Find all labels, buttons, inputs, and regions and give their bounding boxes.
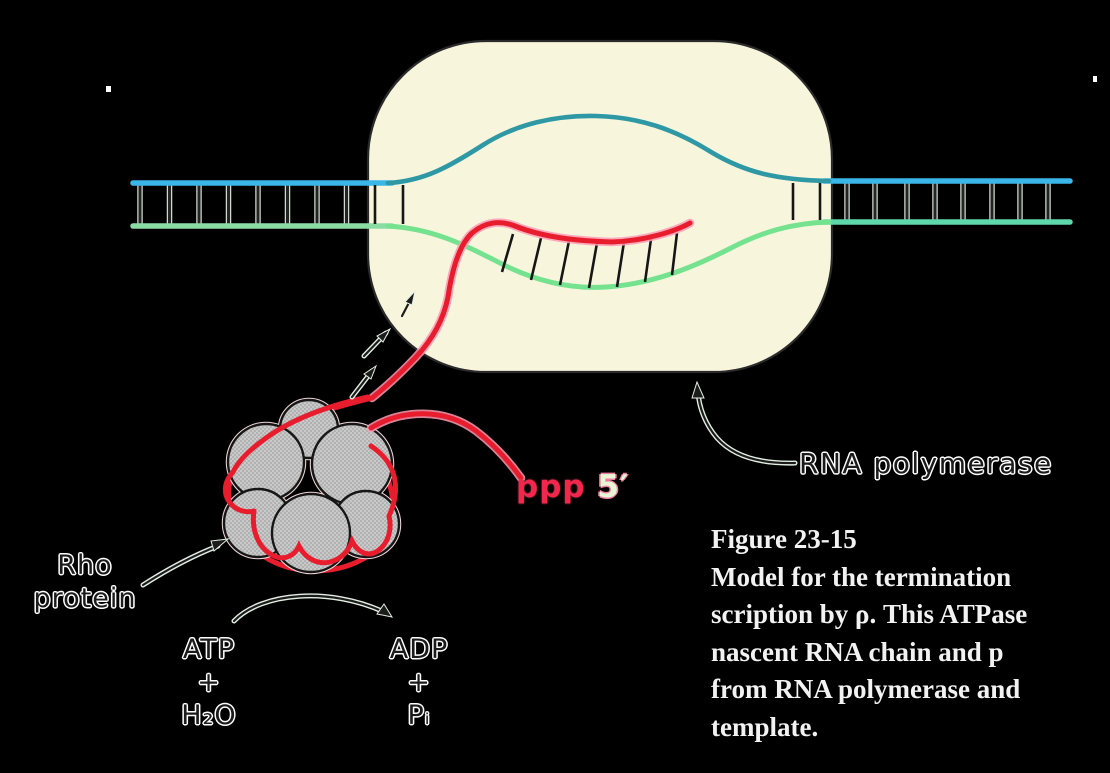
rho-protein-label-line1: Rho (57, 550, 113, 581)
base-pair-rungs (844, 183, 1051, 221)
scan-speck (106, 86, 111, 92)
rna-weave-segment (230, 394, 371, 475)
rna-polymerase-label-arrow (691, 380, 798, 466)
base-pair-rungs (138, 184, 348, 224)
rho-translocation-arrows (349, 289, 416, 400)
arrowhead (210, 538, 230, 552)
rho-protein-complex (221, 397, 402, 575)
plus-sign: + (197, 667, 221, 698)
dna-double-helix-left (130, 180, 395, 229)
rna-strand (369, 220, 693, 401)
figure-caption-line: Model for the termination (711, 561, 1012, 592)
figure-caption-title: Figure 23-15 (711, 524, 857, 554)
rna-dna-hybrid-rungs (500, 232, 679, 289)
figure-caption-line: nascent RNA chain and p (711, 636, 1004, 667)
ppp-five-prime-label: ppp 5′ (516, 469, 629, 505)
figure-caption-line: scription by ρ. This ATPase (711, 599, 1028, 629)
rho-protein-label: Rho protein (24, 549, 146, 615)
arrowhead (376, 603, 394, 618)
rna-polymerase-body (366, 39, 834, 374)
figure-caption-line: from RNA polymerase and (711, 674, 1021, 704)
rho-protein-label-line2: protein (33, 583, 137, 614)
adp-pi-label: ADP + Pᵢ (372, 633, 466, 732)
rna-weave-segment (250, 508, 393, 566)
nontemplate-strand-bubble (385, 113, 832, 186)
scan-speck (1093, 76, 1097, 82)
arrowhead (363, 364, 378, 380)
base-pair-rungs-exiting (791, 183, 822, 220)
pi-label: Pᵢ (407, 700, 431, 731)
rna-five-prime-tail (368, 411, 524, 481)
base-pair-rungs (845, 183, 1050, 221)
h2o-label: H₂O (181, 700, 237, 731)
rho-label-arrow (140, 538, 230, 588)
adp-label: ADP (389, 634, 449, 665)
nascent-rna-strand (367, 218, 695, 403)
atp-h2o-label: ATP + H₂O (162, 633, 256, 732)
template-strand-bubble (385, 219, 832, 290)
rna-polymerase-label: RNA polymerase (799, 447, 1053, 480)
rho-subunit-circle (310, 422, 394, 506)
arrowhead (404, 289, 416, 306)
figure-caption-line: template. (711, 711, 819, 742)
dna-double-helix-right (821, 178, 1073, 225)
ppp-text: ppp (516, 469, 586, 505)
arrowhead (376, 327, 392, 343)
rna-weave-segment (222, 469, 257, 515)
base-pair-rungs-entering (373, 185, 405, 224)
transcription-bubble (373, 113, 832, 290)
plus-sign: + (407, 667, 431, 698)
rna-weave-segment (368, 443, 399, 519)
atp-label: ATP (182, 634, 236, 665)
five-prime-text: 5′ (597, 469, 630, 505)
rna-weave-over (222, 394, 526, 566)
figure-caption: Figure 23-15 Model for the termination s… (711, 521, 1110, 746)
arrowhead (691, 380, 705, 399)
atp-hydrolysis-arrow (231, 593, 394, 624)
